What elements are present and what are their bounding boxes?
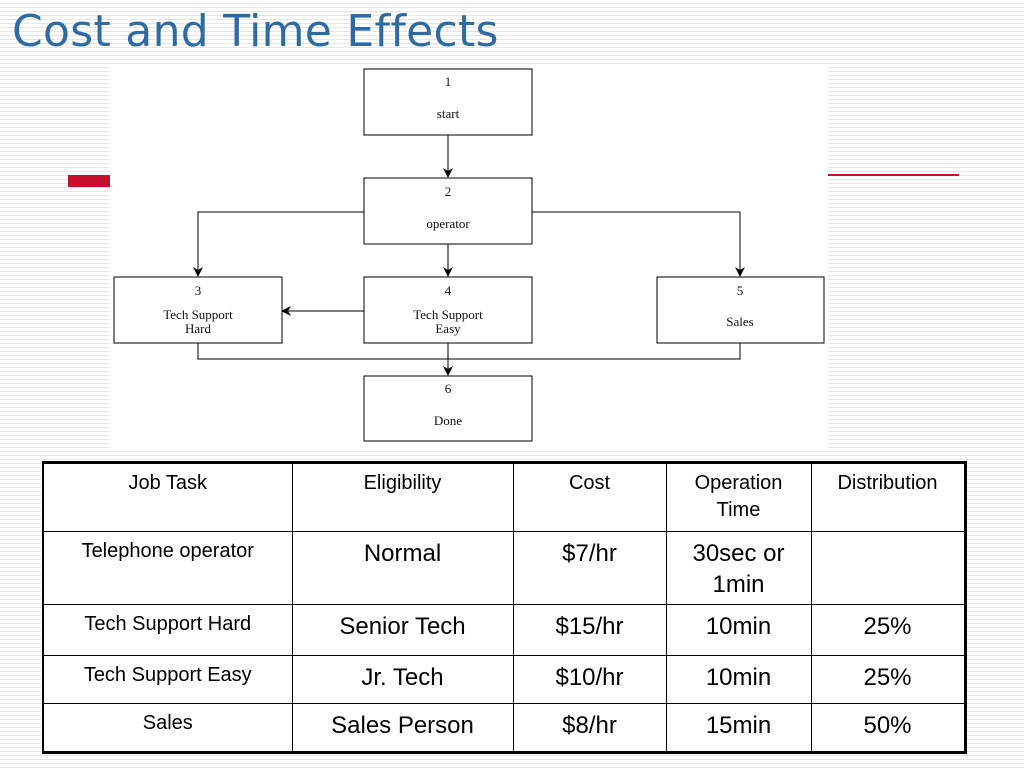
flow-box-1-label: start — [437, 106, 460, 121]
connector-sales-to-done — [448, 343, 741, 360]
cell-eligibility: Senior Tech — [291, 604, 514, 656]
header-cost: Cost — [512, 462, 667, 532]
flow-box-4-label-line-1: Tech Support — [413, 307, 483, 322]
flow-box-6-label: Done — [434, 413, 462, 428]
accent-line-right — [826, 174, 959, 176]
flow-box-3-label-line-2: Hard — [185, 321, 211, 336]
arrow-operator-to-hard — [193, 211, 364, 277]
flow-box-2-operator: 2 operator — [363, 177, 533, 245]
table-row: Tech Support Hard Senior Tech $15/hr 10m… — [42, 604, 966, 656]
cell-job-task: Tech Support Easy — [42, 655, 293, 704]
cell-distribution: 25% — [810, 604, 966, 656]
table-header-row: Job Task Eligibility Cost Operation Time… — [42, 462, 966, 532]
cell-operation-time: 10min — [665, 604, 812, 656]
cell-cost: $10/hr — [512, 655, 667, 704]
cell-operation-time: 30sec or 1min — [665, 531, 812, 605]
flow-box-3-tech-support-hard: 3 Tech Support Hard — [113, 276, 283, 344]
cell-distribution — [810, 531, 966, 605]
accent-bar-left — [68, 175, 114, 187]
cell-distribution: 50% — [810, 703, 966, 753]
flow-box-4-tech-support-easy: 4 Tech Support Easy — [363, 276, 533, 344]
table-row: Tech Support Easy Jr. Tech $10/hr 10min … — [42, 655, 966, 704]
header-eligibility: Eligibility — [291, 462, 514, 532]
cell-eligibility: Sales Person — [291, 703, 514, 753]
flow-box-3-number: 3 — [195, 283, 202, 298]
cell-job-task: Tech Support Hard — [42, 604, 293, 656]
header-job-task: Job Task — [42, 462, 293, 532]
flow-box-3-label-line-1: Tech Support — [163, 307, 233, 322]
flow-box-1-number: 1 — [445, 74, 452, 89]
flow-box-6-done: 6 Done — [363, 375, 533, 442]
flow-box-5-sales: 5 Sales — [656, 276, 825, 344]
cell-operation-time: 10min — [665, 655, 812, 704]
cell-distribution: 25% — [810, 655, 966, 704]
flow-box-4-label-line-2: Easy — [435, 321, 461, 336]
flow-box-2-number: 2 — [445, 184, 452, 199]
flow-box-4-number: 4 — [445, 283, 452, 298]
flow-box-1-start: 1 start — [363, 68, 533, 136]
job-task-table-container: Job Task Eligibility Cost Operation Time… — [42, 461, 967, 754]
connector-hard-to-done — [197, 343, 448, 360]
slide-title: Cost and Time Effects — [12, 6, 499, 57]
flowchart-diagram: 1 start 2 operator 3 Tech Support Hard 4… — [113, 68, 825, 442]
cell-eligibility: Jr. Tech — [291, 655, 514, 704]
cell-cost: $7/hr — [512, 531, 667, 605]
flow-box-5-label: Sales — [726, 314, 753, 329]
cell-job-task: Telephone operator — [42, 531, 293, 605]
cell-job-task: Sales — [42, 703, 293, 753]
flow-box-6-number: 6 — [445, 381, 452, 396]
header-distribution: Distribution — [810, 462, 966, 532]
arrow-operator-to-sales — [532, 211, 745, 277]
header-operation-time: Operation Time — [665, 462, 812, 532]
cell-cost: $8/hr — [512, 703, 667, 753]
table-row: Sales Sales Person $8/hr 15min 50% — [42, 703, 966, 753]
cell-eligibility: Normal — [291, 531, 514, 605]
flow-box-2-label: operator — [426, 216, 470, 231]
cell-cost: $15/hr — [512, 604, 667, 656]
flowchart-panel: 1 start 2 operator 3 Tech Support Hard 4… — [110, 66, 828, 448]
table-row: Telephone operator Normal $7/hr 30sec or… — [42, 531, 966, 605]
flow-box-5-number: 5 — [737, 283, 744, 298]
job-task-table: Job Task Eligibility Cost Operation Time… — [42, 461, 967, 754]
cell-operation-time: 15min — [665, 703, 812, 753]
